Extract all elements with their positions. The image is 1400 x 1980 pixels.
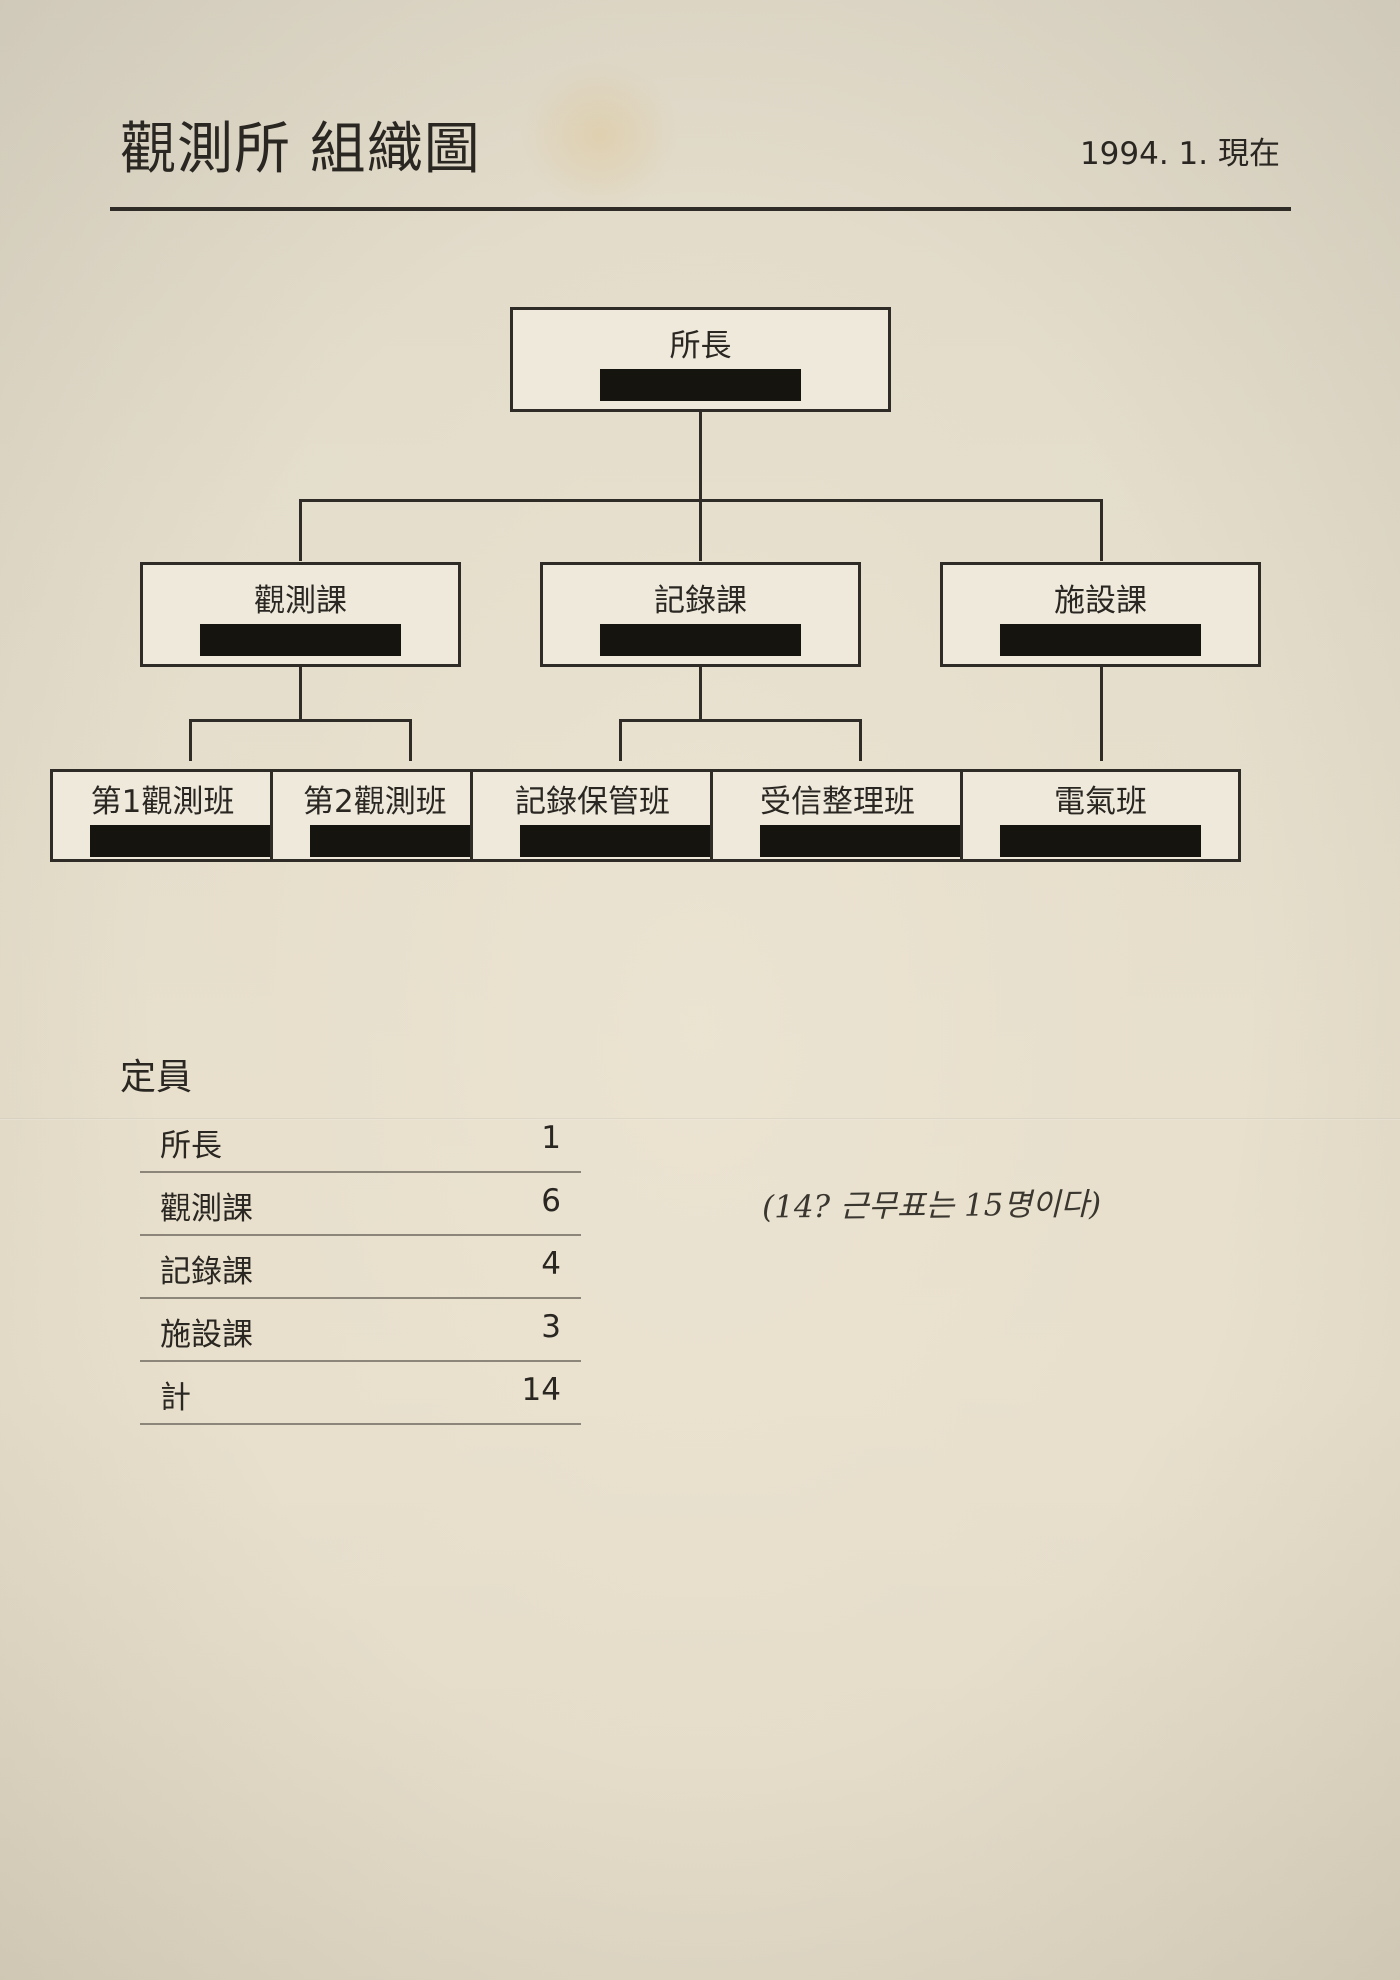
connector-division-3 — [1100, 499, 1103, 561]
connector-obs-team-2 — [409, 719, 412, 761]
org-box-label: 施設課 — [1054, 583, 1147, 619]
staffing-count: 4 — [541, 1246, 561, 1282]
staffing-count: 6 — [541, 1183, 561, 1219]
document-date: 1994. 1. 現在 — [1079, 136, 1280, 172]
connector-rec-down — [699, 666, 702, 721]
redaction-bar — [1000, 624, 1201, 656]
org-box-label: 電氣班 — [1054, 784, 1147, 820]
redaction-bar — [600, 369, 801, 401]
org-box-label: 記錄保管班 — [515, 784, 670, 820]
staffing-label: 施設課 — [160, 1317, 253, 1353]
paper-stain — [520, 60, 680, 210]
paper-fold — [0, 1118, 1400, 1120]
org-box-team-obs-1: 第1觀測班 — [50, 769, 275, 862]
staffing-label: 所長 — [160, 1128, 222, 1164]
redaction-bar — [90, 825, 275, 857]
staffing-table: 所長 1 觀測課 6 記錄課 4 施設課 3 計 14 — [140, 1110, 581, 1425]
document-title: 觀測所 組織圖 — [120, 117, 481, 182]
org-box-team-electrical: 電氣班 — [960, 769, 1241, 862]
redaction-bar — [1000, 825, 1201, 857]
table-row: 施設課 3 — [140, 1299, 581, 1362]
org-box-division-observation: 觀測課 — [140, 562, 461, 667]
staffing-label: 觀測課 — [160, 1191, 253, 1227]
org-box-label: 第1觀測班 — [90, 784, 235, 820]
staffing-heading: 定員 — [120, 1057, 193, 1098]
org-box-label: 記錄課 — [654, 583, 747, 619]
connector-obs-bar — [189, 719, 412, 722]
connector-division-1 — [299, 499, 302, 561]
connector-division-2 — [699, 499, 702, 561]
staffing-label: 記錄課 — [160, 1254, 253, 1290]
connector-obs-team-1 — [189, 719, 192, 761]
org-box-label: 觀測課 — [254, 583, 347, 619]
connector-fac-down — [1100, 666, 1103, 761]
redaction-bar — [600, 624, 801, 656]
connector-rec-team-1 — [619, 719, 622, 761]
table-row: 觀測課 6 — [140, 1173, 581, 1236]
connector-rec-bar — [619, 719, 862, 722]
org-box-head: 所長 — [510, 307, 891, 412]
table-row: 記錄課 4 — [140, 1236, 581, 1299]
table-row-total: 計 14 — [140, 1362, 581, 1425]
table-row: 所長 1 — [140, 1110, 581, 1173]
org-box-label: 第2觀測班 — [303, 784, 447, 820]
org-box-team-obs-2: 第2觀測班 — [270, 769, 475, 862]
redaction-bar — [760, 825, 965, 857]
staffing-count: 3 — [541, 1309, 561, 1345]
org-box-division-records: 記錄課 — [540, 562, 861, 667]
org-box-division-facilities: 施設課 — [940, 562, 1261, 667]
org-box-team-rec-1: 記錄保管班 — [470, 769, 715, 862]
connector-rec-team-2 — [859, 719, 862, 761]
staffing-label: 計 — [160, 1380, 191, 1416]
redaction-bar — [310, 825, 472, 857]
org-box-label: 受信整理班 — [760, 784, 915, 820]
staffing-count: 14 — [521, 1372, 561, 1408]
org-box-label: 所長 — [669, 328, 732, 364]
handwritten-note: (14? 근무표는 15명이다) — [761, 1186, 1102, 1226]
staffing-count: 1 — [541, 1120, 561, 1156]
redaction-bar — [520, 825, 715, 857]
org-box-team-rec-2: 受信整理班 — [710, 769, 965, 862]
redaction-bar — [200, 624, 401, 656]
connector-obs-down — [299, 666, 302, 721]
title-rule — [110, 207, 1291, 211]
connector-head-down — [699, 410, 702, 501]
